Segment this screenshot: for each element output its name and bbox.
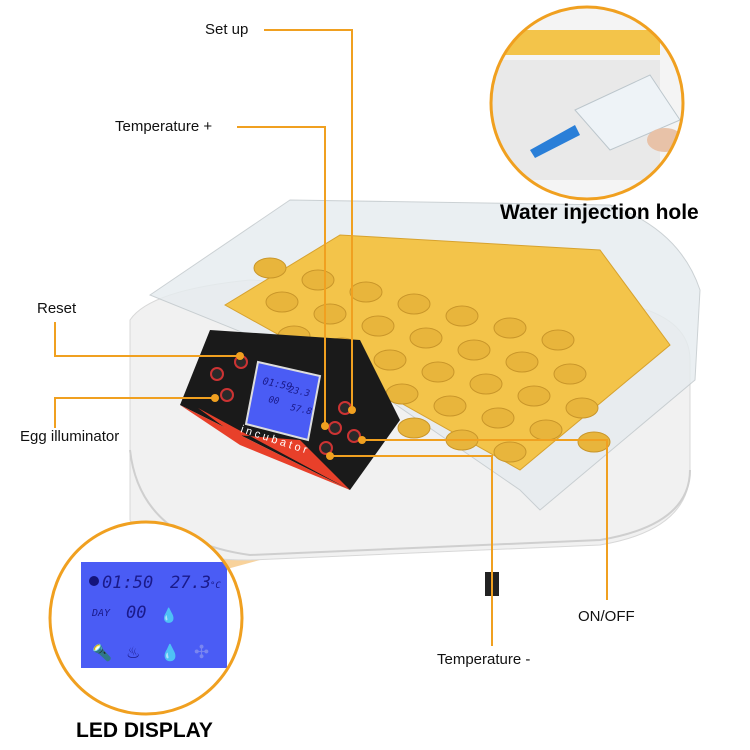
led-temp-unit: °C bbox=[210, 581, 221, 591]
water-drop-icon: 💧 bbox=[160, 643, 180, 662]
power-button[interactable] bbox=[347, 429, 361, 443]
egg-cup bbox=[577, 431, 611, 453]
egg-cup bbox=[301, 269, 335, 291]
mode-button[interactable] bbox=[210, 367, 224, 381]
egg-illuminator-button[interactable] bbox=[220, 388, 234, 402]
egg-cup bbox=[493, 441, 527, 463]
panel-lcd-temp: 23.3 bbox=[287, 385, 310, 399]
egg-cup bbox=[349, 281, 383, 303]
heater-icon: ♨ bbox=[126, 645, 140, 662]
panel-lcd bbox=[244, 360, 322, 442]
callout-on-off: ON/OFF bbox=[578, 608, 635, 625]
egg-cup bbox=[493, 317, 527, 339]
egg-cup bbox=[553, 363, 587, 385]
egg-cup bbox=[469, 373, 503, 395]
egg-cup bbox=[565, 397, 599, 419]
egg-cup bbox=[541, 329, 575, 351]
egg-cup bbox=[421, 361, 455, 383]
callout-set-up: Set up bbox=[205, 21, 249, 38]
led-display-inset: 01:50 27.3 °C DAY 00 💧 🔦 ♨ 💧 ✣ bbox=[50, 522, 242, 714]
water-injection-inset bbox=[491, 7, 683, 199]
egg-cup bbox=[253, 257, 287, 279]
egg-cup bbox=[433, 395, 467, 417]
egg-cup bbox=[481, 407, 515, 429]
led-time: 01:50 bbox=[102, 573, 153, 593]
egg-cup bbox=[373, 349, 407, 371]
temperature-plus-button[interactable] bbox=[328, 421, 342, 435]
water-injection-title: Water injection hole bbox=[500, 201, 699, 224]
illuminator-icon: 🔦 bbox=[92, 643, 112, 662]
callout-temperature-minus: Temperature - bbox=[437, 651, 531, 668]
led-day-label: DAY bbox=[91, 608, 111, 619]
egg-cup bbox=[397, 293, 431, 315]
egg-cup bbox=[529, 419, 563, 441]
callout-reset: Reset bbox=[37, 300, 77, 317]
egg-cup bbox=[313, 303, 347, 325]
callout-lines bbox=[54, 29, 608, 646]
led-display-screen bbox=[81, 562, 227, 668]
egg-cup bbox=[505, 351, 539, 373]
egg-cup bbox=[385, 383, 419, 405]
egg-cup bbox=[397, 417, 431, 439]
panel-lcd-day: 00 bbox=[267, 395, 280, 407]
fan-icon: ✣ bbox=[194, 642, 209, 662]
led-display-title: LED DISPLAY bbox=[76, 719, 213, 742]
egg-cup bbox=[517, 385, 551, 407]
led-temperature: 27.3 bbox=[170, 573, 211, 593]
egg-cup bbox=[457, 339, 491, 361]
egg-cup bbox=[265, 291, 299, 313]
humidity-icon: 💧 bbox=[160, 607, 177, 624]
panel-lcd-humidity: 57.8 bbox=[289, 403, 312, 417]
panel-accent bbox=[180, 405, 350, 490]
egg-cup bbox=[445, 305, 479, 327]
callout-temperature-plus: Temperature + bbox=[115, 118, 213, 135]
temperature-minus-button[interactable] bbox=[319, 441, 333, 455]
egg-cup bbox=[361, 315, 395, 337]
egg-cup bbox=[409, 327, 443, 349]
callout-egg-illuminator: Egg illuminator bbox=[20, 428, 120, 445]
led-day: 00 bbox=[126, 603, 146, 623]
